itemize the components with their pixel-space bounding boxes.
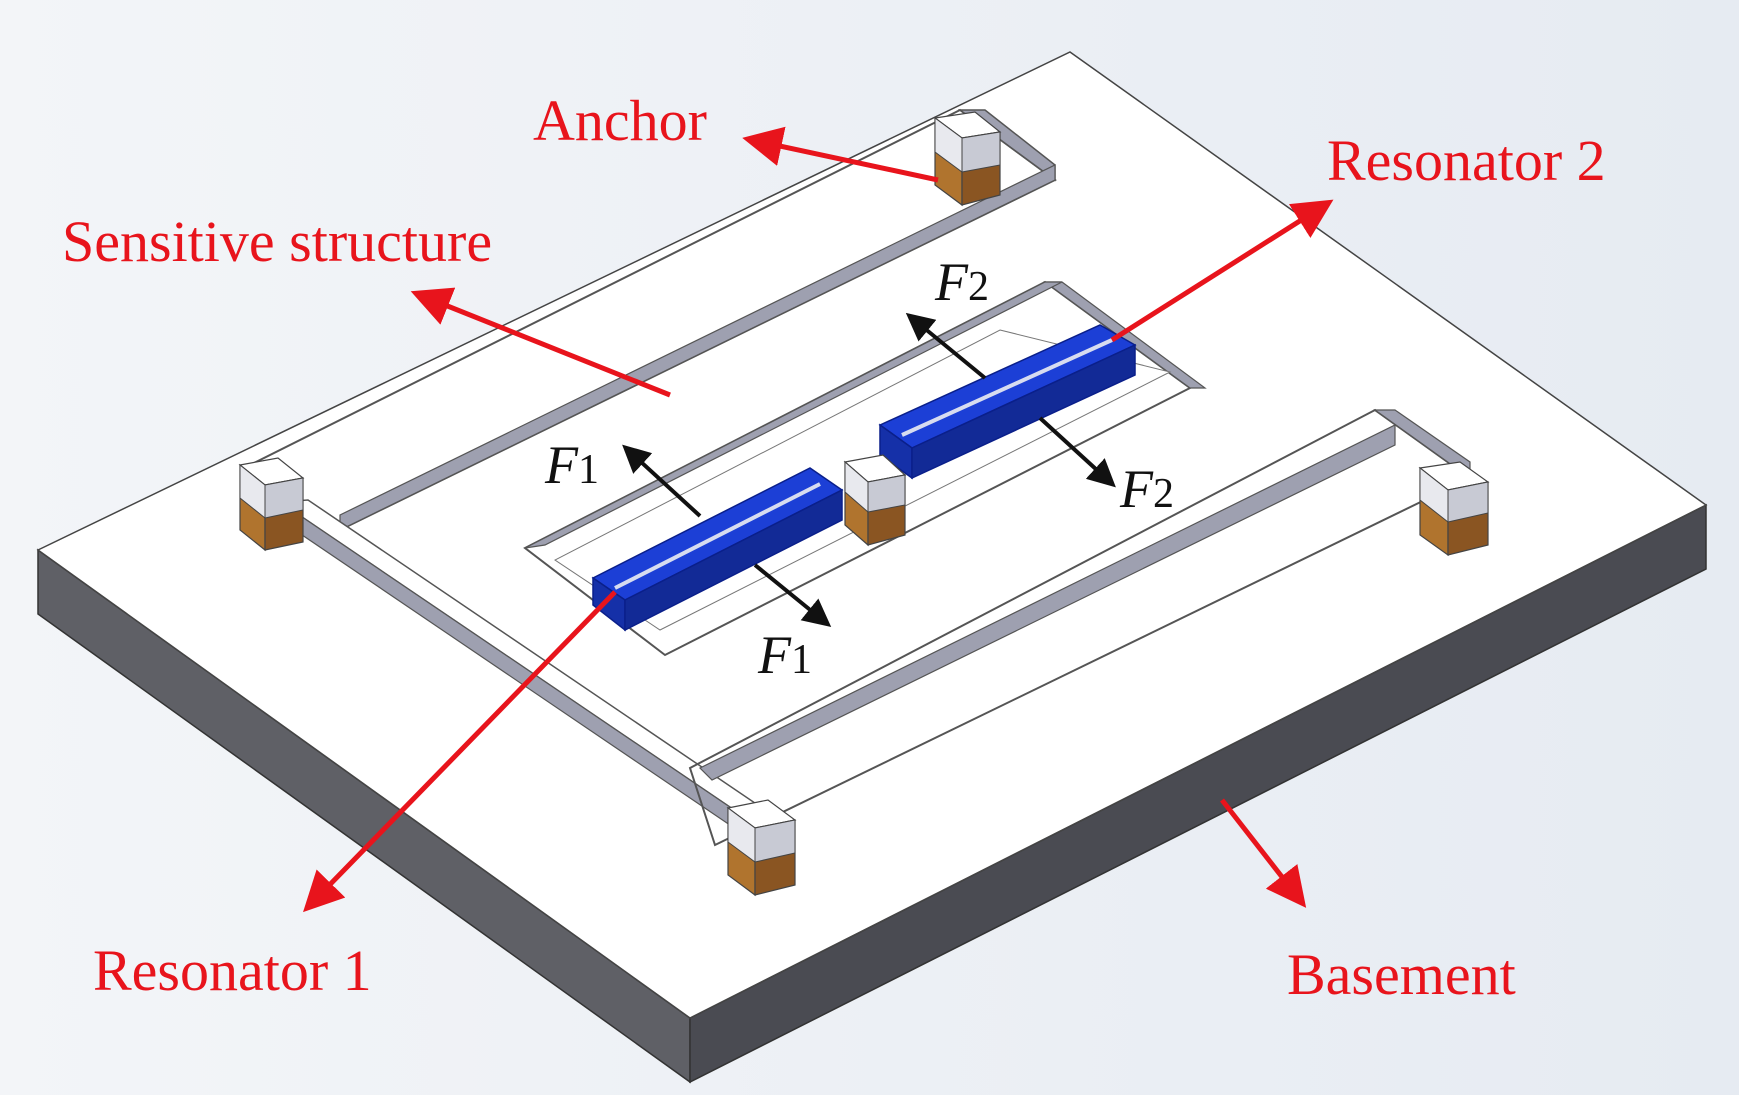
resonator-2 xyxy=(878,324,1137,480)
force-symbol: F xyxy=(935,252,968,312)
force-subscript: 1 xyxy=(578,447,599,493)
force-arrow-f2-down xyxy=(1038,416,1116,488)
anchor-center-upper-right xyxy=(867,474,906,513)
anchor-left xyxy=(238,457,305,552)
force-label-f2-upper: F2 xyxy=(935,255,989,309)
callout-arrows xyxy=(303,126,1334,913)
force-arrows xyxy=(622,312,1116,628)
sensitive-structure-label: Sensitive structure xyxy=(62,209,493,274)
force-label-f1-lower: F1 xyxy=(758,628,812,682)
anchor-label: Anchor xyxy=(533,88,707,153)
sensitive-structure-arrow xyxy=(410,287,671,398)
force-label-f1-upper: F1 xyxy=(545,438,599,492)
force-subscript: 2 xyxy=(1153,471,1174,517)
resonator-2-arrow xyxy=(1110,199,1334,343)
right-beam xyxy=(688,408,1472,847)
force-symbol: F xyxy=(545,435,578,495)
anchor-bottom-upper-right xyxy=(754,819,796,863)
resonator-1 xyxy=(591,467,844,632)
force-arrow-f2-up xyxy=(905,312,987,380)
anchor-left-upper-right xyxy=(264,477,304,519)
force-arrow-f1-up xyxy=(622,444,702,518)
basement-label: Basement xyxy=(1287,942,1516,1007)
force-symbol: F xyxy=(758,625,791,685)
force-label-f2-lower: F2 xyxy=(1120,462,1174,516)
anchor-center xyxy=(843,454,907,547)
resonator-2-slot xyxy=(901,338,1113,437)
resonator-2-front xyxy=(911,343,1136,480)
anchor-right xyxy=(1418,461,1490,557)
anchor-top xyxy=(933,111,1002,207)
anchor-top-upper-right xyxy=(961,131,1001,173)
right-beam-groove xyxy=(698,424,1396,781)
resonator-1-front xyxy=(624,488,843,632)
right-beam-gap xyxy=(1373,409,1471,480)
resonator-1-slot xyxy=(614,482,821,590)
resonator-1-label: Resonator 1 xyxy=(93,938,372,1003)
force-symbol: F xyxy=(1120,459,1153,519)
basement-arrow xyxy=(1220,798,1307,908)
anchor-bottom xyxy=(726,799,797,897)
resonator-1-arrow xyxy=(303,590,617,913)
window-back-wall xyxy=(524,281,1063,549)
anchor-arrow xyxy=(742,126,939,183)
anchor-right-upper-right xyxy=(1447,481,1489,523)
force-subscript: 1 xyxy=(791,637,812,683)
force-arrow-f1-down xyxy=(753,563,832,628)
resonator-2-label: Resonator 2 xyxy=(1327,128,1606,193)
force-subscript: 2 xyxy=(968,264,989,310)
